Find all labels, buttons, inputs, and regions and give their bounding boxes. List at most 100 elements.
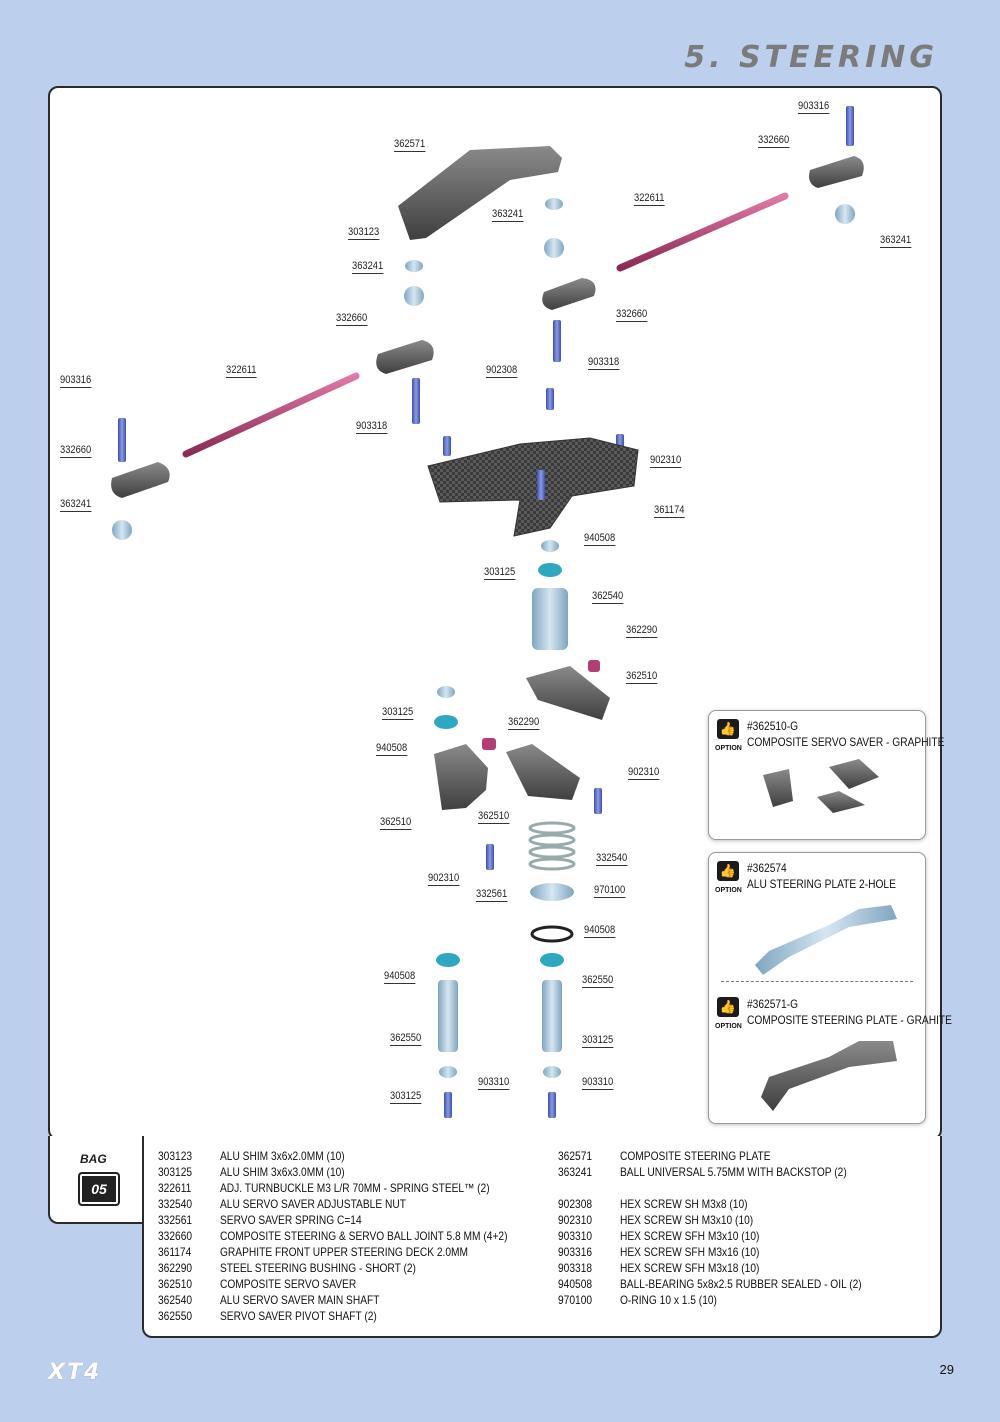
part-label: 363241 <box>880 234 912 248</box>
part-label: 902308 <box>486 364 518 378</box>
part-name: HEX SCREW SFH M3x16 (10) <box>620 1245 760 1259</box>
steering-plate <box>398 146 562 240</box>
screw <box>443 436 451 456</box>
part-code: 322611 <box>158 1181 192 1195</box>
servo-saver <box>526 666 610 720</box>
part-name: ADJ. TURNBUCKLE M3 L/R 70MM - SPRING STE… <box>220 1181 490 1195</box>
part-code: 970100 <box>558 1293 593 1307</box>
turnbuckle-right <box>616 192 789 272</box>
bag-label: BAG <box>80 1152 107 1166</box>
screw <box>846 106 854 146</box>
part-name: ALU SERVO SAVER ADJUSTABLE NUT <box>220 1197 406 1211</box>
part-label: 361174 <box>654 504 685 518</box>
part-label: 903310 <box>478 1076 510 1090</box>
option-desc: COMPOSITE STEERING PLATE - GRAHITE <box>747 1013 952 1027</box>
part-label: 903318 <box>588 356 620 370</box>
part-name: HEX SCREW SH M3x10 (10) <box>620 1213 754 1227</box>
part-name: HEX SCREW SH M3x8 (10) <box>620 1197 748 1211</box>
option-box: 👍 OPTION #362574 ALU STEERING PLATE 2-HO… <box>708 852 952 1124</box>
part-label: 362290 <box>508 716 540 730</box>
thumbs-up-icon: 👍 <box>717 997 739 1017</box>
spring <box>528 821 576 871</box>
brand-logo: XT4 <box>48 1360 102 1385</box>
screw <box>486 844 494 870</box>
part-label: 363241 <box>352 260 384 274</box>
part-label: 362550 <box>390 1032 422 1046</box>
part-name: SERVO SAVER SPRING C=14 <box>220 1213 362 1227</box>
part-label: 303123 <box>348 226 380 240</box>
part-label: 332660 <box>60 444 92 458</box>
ball-joint <box>111 462 170 498</box>
part-code: 902308 <box>558 1197 593 1211</box>
shim <box>543 1066 561 1078</box>
part-label: 903316 <box>798 100 830 114</box>
part-label: 902310 <box>650 454 682 468</box>
part-name: ALU SHIM 3x6x3.0MM (10) <box>220 1165 345 1179</box>
shim <box>541 540 559 552</box>
part-name: ALU SHIM 3x6x2.0MM (10) <box>220 1149 345 1163</box>
part-label: 362290 <box>626 624 658 638</box>
main-shaft <box>532 588 568 650</box>
part-label: 303125 <box>390 1090 422 1104</box>
option-code: #362574 <box>747 861 787 875</box>
part-name: COMPOSITE STEERING PLATE <box>620 1149 771 1163</box>
part-name: SERVO SAVER PIVOT SHAFT (2) <box>220 1309 377 1323</box>
screw <box>546 388 554 410</box>
option-image <box>755 905 897 975</box>
part-label: 362510 <box>380 816 412 830</box>
option-image <box>761 1041 897 1111</box>
option-code: #362510-G <box>747 719 799 733</box>
part-code: 303125 <box>158 1165 193 1179</box>
part-code: 362540 <box>158 1293 193 1307</box>
part-code: 362550 <box>158 1309 193 1323</box>
part-name: COMPOSITE SERVO SAVER <box>220 1277 357 1291</box>
diagram-panel: 903316 332660 362571 363241 322611 36324… <box>48 86 942 1140</box>
part-name: STEEL STEERING BUSHING - SHORT (2) <box>220 1261 416 1275</box>
ball <box>112 520 132 540</box>
shim <box>439 1066 457 1078</box>
part-code: 363241 <box>558 1165 593 1179</box>
part-code: 361174 <box>158 1245 192 1259</box>
adjust-nut <box>530 883 574 901</box>
part-label: 303125 <box>484 566 516 580</box>
option-code: #362571-G <box>747 997 799 1011</box>
part-name: COMPOSITE STEERING & SERVO BALL JOINT 5.… <box>220 1229 508 1243</box>
part-name: HEX SCREW SFH M3x10 (10) <box>620 1229 760 1243</box>
ball-joint <box>376 340 434 374</box>
screw <box>118 418 126 462</box>
part-name: O-RING 10 x 1.5 (10) <box>620 1293 717 1307</box>
screw <box>412 378 420 424</box>
part-label: 940508 <box>584 532 616 546</box>
shim <box>437 686 455 698</box>
part-label: 903316 <box>60 374 92 388</box>
carbon-deck <box>427 437 639 537</box>
thumbs-up-icon: 👍 <box>717 861 739 881</box>
part-code: 940508 <box>558 1277 593 1291</box>
part-code: 332660 <box>158 1229 193 1243</box>
part-label: 362540 <box>592 590 624 604</box>
screw <box>548 1092 556 1118</box>
part-label: 362510 <box>478 810 510 824</box>
ball <box>544 238 564 258</box>
part-label: 940508 <box>384 970 416 984</box>
part-name: HEX SCREW SFH M3x18 (10) <box>620 1261 760 1275</box>
bag-tab: BAG 05 <box>48 1136 144 1224</box>
screw <box>553 320 561 362</box>
part-label: 363241 <box>492 208 524 222</box>
servo-saver-arm <box>434 744 488 810</box>
part-label: 362571 <box>394 138 426 152</box>
servo-saver-arm <box>506 744 580 800</box>
section-title: 5. STEERING <box>684 40 938 75</box>
part-code: 902310 <box>558 1213 593 1227</box>
part-code: 362510 <box>158 1277 193 1291</box>
part-code: 903318 <box>558 1261 593 1275</box>
part-label: 303125 <box>582 1034 614 1048</box>
part-code: 362571 <box>558 1149 593 1163</box>
pivot-shaft <box>542 980 562 1052</box>
part-label: 362510 <box>626 670 658 684</box>
part-label: 970100 <box>594 884 626 898</box>
parts-list: 303123 ALU SHIM 3x6x2.0MM (10) 303125 AL… <box>142 1136 942 1338</box>
part-code: 903316 <box>558 1245 593 1259</box>
bag-number: 05 <box>78 1172 120 1206</box>
part-label: 332660 <box>336 312 368 326</box>
